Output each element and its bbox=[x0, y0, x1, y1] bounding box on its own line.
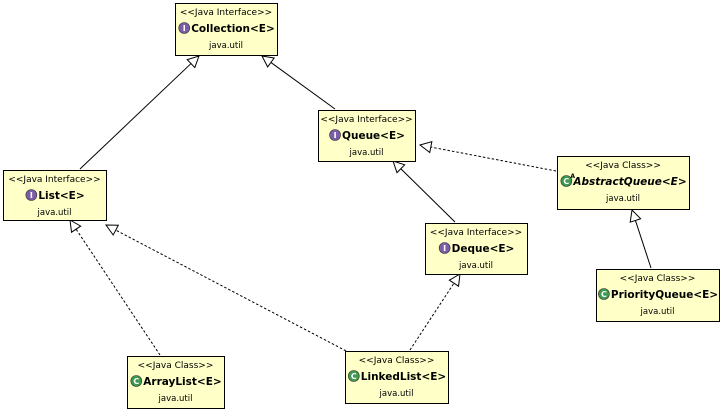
edges-layer bbox=[69, 55, 652, 356]
stereotype-label: <<Java Interface>> bbox=[320, 115, 412, 125]
class-box-frame bbox=[127, 356, 225, 409]
stereotype-label: <<Java Class>> bbox=[138, 361, 214, 371]
stereotype-label: <<Java Interface>> bbox=[8, 175, 100, 185]
package-label: java.util bbox=[605, 194, 640, 204]
package-label: java.util bbox=[349, 148, 384, 158]
stereotype-label: <<Java Interface>> bbox=[180, 8, 272, 18]
generalization-line bbox=[634, 220, 652, 269]
interface-icon: I bbox=[438, 242, 451, 254]
edge-linkedlist-to-deque bbox=[409, 273, 461, 351]
package-label: java.util bbox=[37, 208, 72, 218]
edge-abstractqueue-to-queue bbox=[418, 140, 557, 172]
svg-text:C: C bbox=[351, 372, 357, 381]
realization-line bbox=[75, 228, 161, 356]
class-box-abstractqueue[interactable]: <<Java Class>>AbstractQueue<E>CAjava.uti… bbox=[557, 156, 690, 210]
interface-icon: I bbox=[178, 22, 191, 34]
edge-priorityqueue-to-abstractqueue bbox=[629, 208, 652, 269]
class-box-frame bbox=[3, 170, 107, 221]
svg-text:A: A bbox=[570, 173, 575, 180]
package-label: java.util bbox=[208, 41, 243, 51]
hollow-arrowhead bbox=[448, 273, 461, 288]
edge-linkedlist-to-list bbox=[105, 224, 351, 354]
hollow-arrowhead bbox=[629, 208, 642, 223]
generalization-line bbox=[270, 62, 336, 110]
class-icon: C bbox=[598, 288, 610, 300]
class-box-frame bbox=[345, 351, 449, 404]
edge-queue-to-collection bbox=[261, 55, 336, 110]
hollow-arrowhead bbox=[186, 55, 200, 69]
hollow-arrowhead bbox=[392, 160, 406, 174]
package-label: java.util bbox=[379, 389, 414, 399]
svg-text:C: C bbox=[601, 290, 607, 299]
interface-icon: I bbox=[329, 129, 341, 141]
realization-line bbox=[115, 229, 351, 354]
nodes-layer: <<Java Interface>> Collection<E> Ijava.uti… bbox=[3, 3, 720, 409]
realization-line bbox=[409, 282, 455, 351]
class-name: List<E> bbox=[38, 190, 84, 202]
package-label: java.util bbox=[158, 394, 193, 404]
svg-text:I: I bbox=[30, 191, 33, 200]
realization-line bbox=[430, 146, 557, 172]
hollow-arrowhead bbox=[261, 55, 276, 68]
class-name: Collection<E> bbox=[191, 23, 275, 35]
stereotype-label: <<Java Interface>> bbox=[430, 228, 522, 238]
abstract-class-icon: CA bbox=[560, 173, 575, 187]
edge-arraylist-to-list bbox=[69, 219, 161, 356]
stereotype-label: <<Java Class>> bbox=[585, 161, 661, 171]
class-name: Queue<E> bbox=[342, 130, 405, 142]
class-name: AbstractQueue<E> bbox=[572, 176, 686, 188]
class-icon: C bbox=[130, 375, 143, 387]
class-icon: C bbox=[347, 370, 360, 382]
edge-list-to-collection bbox=[79, 55, 200, 170]
svg-text:C: C bbox=[563, 177, 569, 186]
class-box-frame bbox=[596, 269, 720, 322]
generalization-line bbox=[400, 168, 456, 223]
interface-icon: I bbox=[25, 189, 38, 201]
class-name: ArrayList<E> bbox=[143, 376, 221, 388]
svg-text:C: C bbox=[133, 377, 139, 386]
class-name: LinkedList<E> bbox=[361, 371, 446, 383]
class-box-collection[interactable]: <<Java Interface>> Collection<E> Ijava.uti… bbox=[175, 3, 278, 56]
svg-text:I: I bbox=[334, 131, 337, 140]
class-box-frame bbox=[175, 3, 278, 56]
svg-text:I: I bbox=[443, 244, 446, 253]
package-label: java.util bbox=[458, 261, 493, 271]
hollow-arrowhead bbox=[105, 224, 120, 236]
generalization-line bbox=[79, 63, 192, 170]
svg-text:I: I bbox=[183, 24, 186, 33]
hollow-arrowhead bbox=[69, 219, 82, 234]
class-box-frame bbox=[557, 156, 690, 210]
hollow-arrowhead bbox=[418, 140, 433, 154]
class-name: Deque<E> bbox=[452, 243, 515, 255]
stereotype-label: <<Java Class>> bbox=[359, 356, 435, 366]
stereotype-label: <<Java Class>> bbox=[620, 274, 696, 284]
edge-deque-to-queue bbox=[392, 160, 456, 223]
package-label: java.util bbox=[640, 307, 675, 317]
class-name: PriorityQueue<E> bbox=[611, 289, 718, 301]
